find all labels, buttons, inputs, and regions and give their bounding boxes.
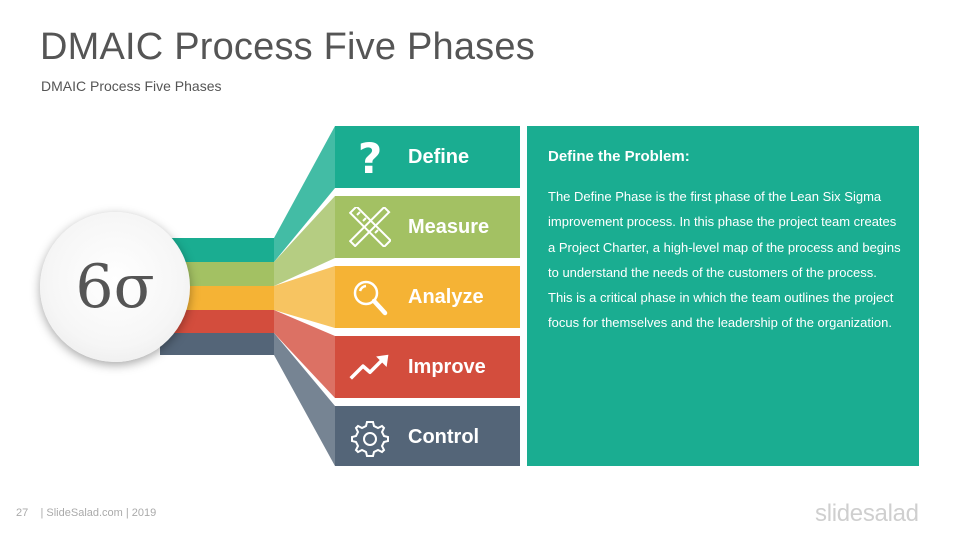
funnel-analyze xyxy=(274,266,335,328)
bar-control xyxy=(160,333,274,355)
phase-measure[interactable]: Measure xyxy=(335,196,520,258)
detail-heading: Define the Problem: xyxy=(548,148,690,165)
brand-logo: slidesalad xyxy=(815,500,919,527)
page-number: 27 xyxy=(16,507,29,519)
slide-subtitle: DMAIC Process Five Phases xyxy=(41,78,222,94)
phase-label: Define xyxy=(408,146,470,168)
six-sigma-circle: 6σ xyxy=(40,212,190,362)
pencil-ruler-icon xyxy=(349,207,391,247)
define-detail-panel: Define the Problem: The Define Phase is … xyxy=(527,126,919,466)
funnel-measure xyxy=(274,196,335,286)
phase-improve[interactable]: Improve xyxy=(335,336,520,398)
phase-analyze[interactable]: Analyze xyxy=(335,266,520,328)
phase-label: Control xyxy=(408,426,480,448)
phase-label: Analyze xyxy=(408,286,484,308)
magnifier-icon xyxy=(353,280,388,316)
question-icon: ? xyxy=(358,137,382,177)
bar-improve xyxy=(160,310,274,333)
detail-body: The Define Phase is the first phase of t… xyxy=(548,189,901,331)
funnel-improve xyxy=(274,310,335,398)
phase-label: Measure xyxy=(408,216,490,238)
phase-label: Improve xyxy=(408,356,486,378)
phase-define[interactable]: ? Define xyxy=(335,126,520,188)
gear-icon xyxy=(351,421,389,457)
svg-text:?: ? xyxy=(358,137,382,177)
six-sigma-symbol: 6σ xyxy=(75,252,155,322)
trend-up-icon xyxy=(349,354,389,380)
funnel-define xyxy=(274,126,335,262)
slide-footer: 27 | SlideSalad.com | 2019 xyxy=(16,507,156,519)
slide-title: DMAIC Process Five Phases xyxy=(40,26,535,68)
phase-control[interactable]: Control xyxy=(335,406,520,466)
funnel-control xyxy=(274,333,335,466)
footer-credit: | SlideSalad.com | 2019 xyxy=(40,507,157,519)
